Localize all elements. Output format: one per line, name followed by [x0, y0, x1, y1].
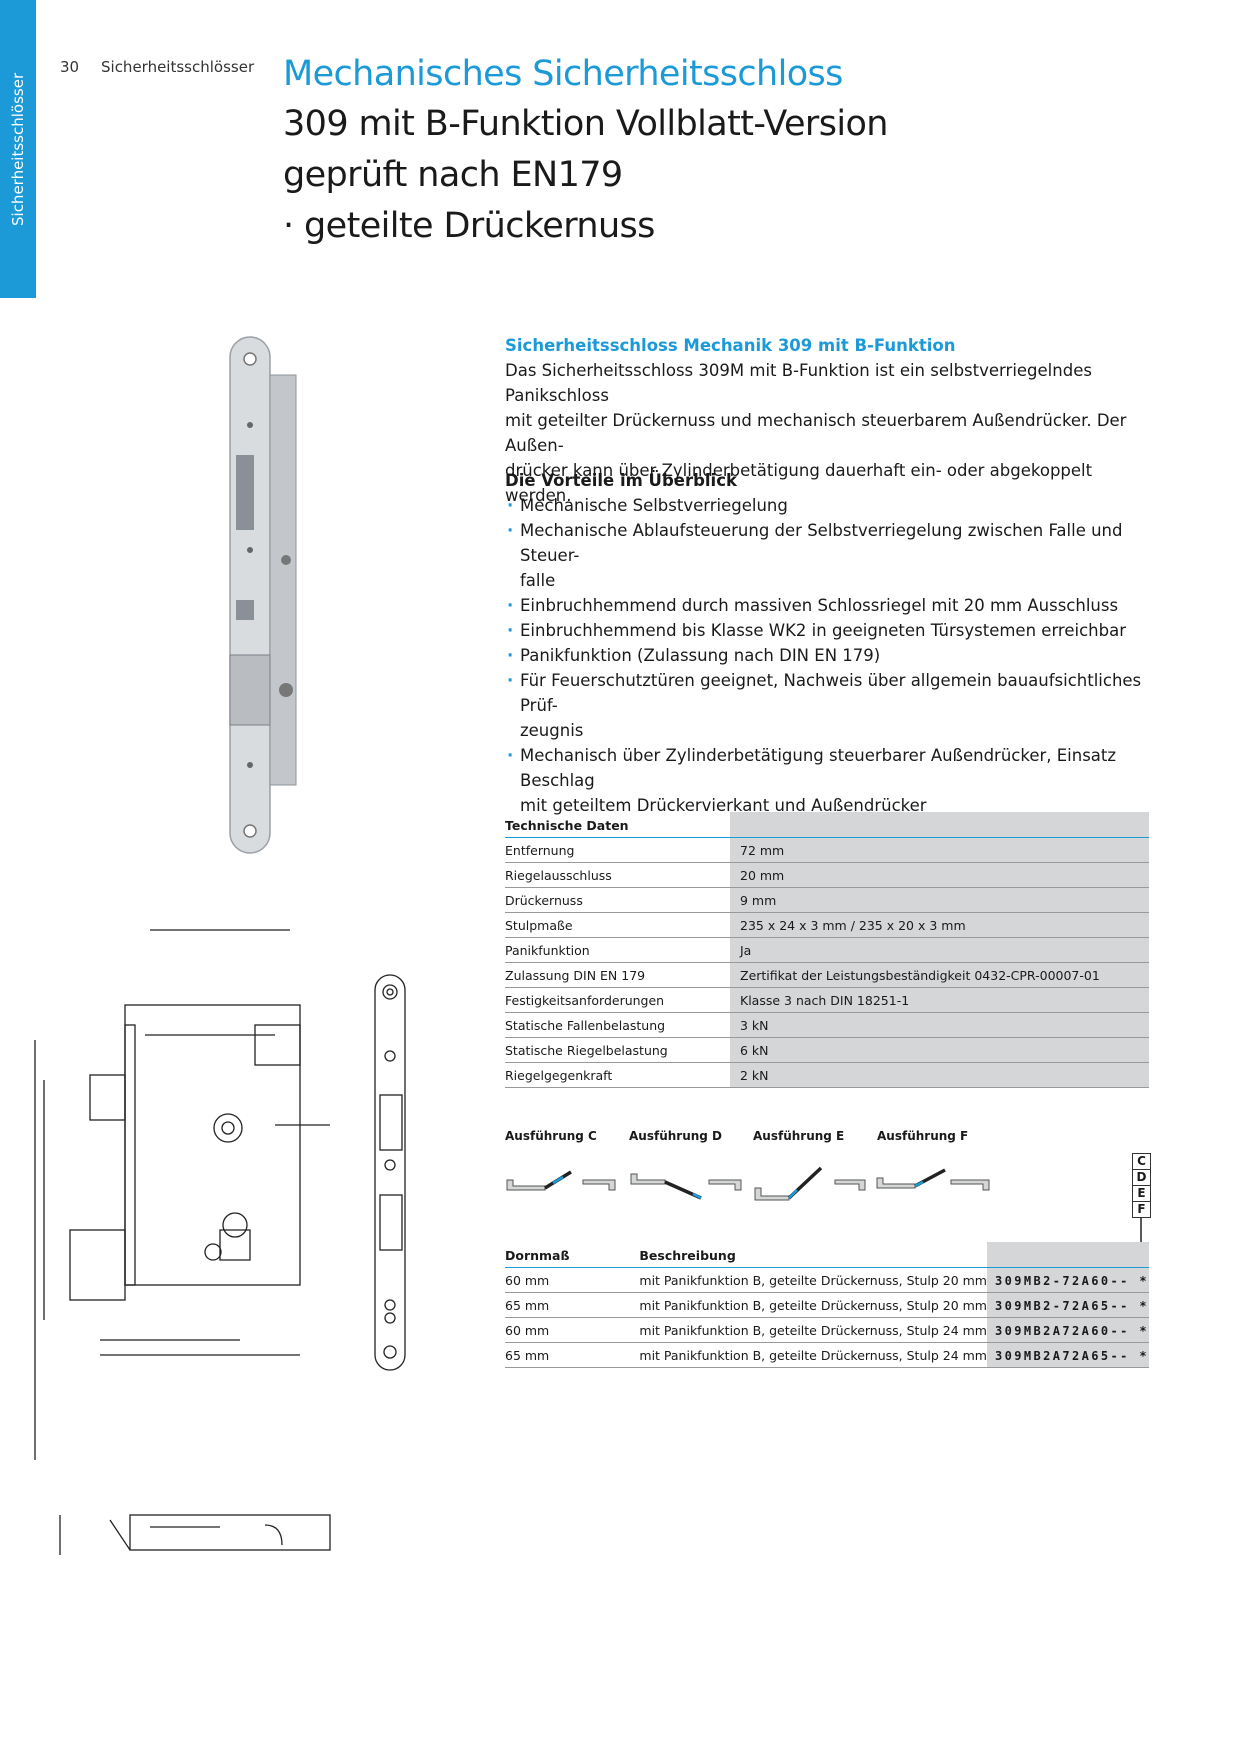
tech-value: Zertifikat der Leistungsbeständigkeit 04…	[730, 962, 1149, 988]
benefits-section: Die Vorteile im Überblick Mechanische Se…	[505, 468, 1145, 818]
lock-photo	[229, 336, 297, 854]
benefit-text: Panikfunktion (Zulassung nach DIN EN 179…	[520, 646, 881, 665]
benefit-text: Mechanische Selbstverriegelung	[520, 496, 788, 515]
technical-drawing-top-view	[59, 1514, 331, 1555]
tech-key: Statische Riegelbelastung	[505, 1037, 730, 1063]
benefit-text: Einbruchhemmend bis Klasse WK2 in geeign…	[520, 621, 1126, 640]
order-description: mit Panikfunktion B, geteilte Drückernus…	[639, 1342, 987, 1368]
variant-label-d: Ausführung D	[629, 1129, 723, 1143]
table-row: 65 mm mit Panikfunktion B, geteilte Drüc…	[505, 1342, 1149, 1368]
variant-letter: C	[1133, 1154, 1150, 1170]
tech-value: 3 kN	[730, 1012, 1149, 1038]
section-name: Sicherheitsschlösser	[101, 58, 255, 76]
order-dornmass: 65 mm	[505, 1342, 640, 1368]
tech-key: Riegelausschluss	[505, 862, 730, 888]
variant-label-f: Ausführung F	[877, 1129, 969, 1143]
order-code: 309MB2-72A60-- *	[987, 1267, 1149, 1293]
tech-heading: Technische Daten	[505, 812, 730, 838]
table-row: 60 mm mit Panikfunktion B, geteilte Drüc…	[505, 1267, 1149, 1293]
tech-key: Drückernuss	[505, 887, 730, 913]
benefit-text: Für Feuerschutztüren geeignet, Nachweis …	[520, 671, 1142, 740]
benefits-list: Mechanische Selbstverriegelung Mechanisc…	[505, 493, 1145, 818]
side-tab-label: Sicherheitsschlösser	[9, 72, 27, 226]
order-dornmass: 60 mm	[505, 1317, 640, 1343]
order-code: 309MB2A72A65-- *	[987, 1342, 1149, 1368]
order-description: mit Panikfunktion B, geteilte Drückernus…	[639, 1267, 987, 1293]
benefit-item: Mechanische Ablaufsteuerung der Selbstve…	[505, 518, 1145, 593]
tech-value: 9 mm	[730, 887, 1149, 913]
title-line-4: · geteilte Drückernuss	[283, 206, 655, 246]
intro-line: Das Sicherheitsschloss 309M mit B-Funkti…	[505, 361, 1092, 405]
benefit-item: Einbruchhemmend durch massiven Schlossri…	[505, 593, 1145, 618]
variant-label-c: Ausführung C	[505, 1129, 597, 1143]
order-header-code	[987, 1242, 1149, 1268]
tech-key: Entfernung	[505, 837, 730, 863]
variant-label-e: Ausführung E	[753, 1129, 845, 1143]
variant-letter: F	[1137, 1202, 1146, 1216]
tech-value: 6 kN	[730, 1037, 1149, 1063]
title-line-3: geprüft nach EN179	[283, 155, 623, 195]
tech-key: Statische Fallenbelastung	[505, 1012, 730, 1038]
variant-icons	[506, 1166, 990, 1201]
benefit-text: Einbruchhemmend durch massiven Schlossri…	[520, 596, 1119, 615]
benefit-item: Mechanisch über Zylinderbetätigung steue…	[505, 743, 1145, 818]
tech-heading-fill	[730, 812, 1149, 838]
variant-letter: D	[1133, 1170, 1150, 1186]
variant-letter-box: C D E F	[1132, 1153, 1151, 1218]
intro-heading: Sicherheitsschloss Mechanik 309 mit B-Fu…	[505, 336, 956, 355]
tech-value: Ja	[730, 937, 1149, 963]
tech-value: 235 x 24 x 3 mm / 235 x 20 x 3 mm	[730, 912, 1149, 938]
benefit-item: Für Feuerschutztüren geeignet, Nachweis …	[505, 668, 1145, 743]
technical-drawing	[34, 929, 406, 1460]
benefit-item: Mechanische Selbstverriegelung	[505, 493, 1145, 518]
tech-value: 20 mm	[730, 862, 1149, 888]
tech-value: 72 mm	[730, 837, 1149, 863]
tech-key: Festigkeitsanforderungen	[505, 987, 730, 1013]
variant-letter: E	[1133, 1186, 1150, 1202]
table-row: 60 mm mit Panikfunktion B, geteilte Drüc…	[505, 1317, 1149, 1343]
side-tab: Sicherheitsschlösser	[0, 0, 36, 298]
order-description: mit Panikfunktion B, geteilte Drückernus…	[639, 1317, 987, 1343]
title-line-2: 309 mit B-Funktion Vollblatt-Version	[283, 104, 888, 144]
tech-key: Stulpmaße	[505, 912, 730, 938]
tech-key: Zulassung DIN EN 179	[505, 962, 730, 988]
page-title: Mechanisches Sicherheitsschloss 309 mit …	[283, 50, 1183, 252]
tech-value: Klasse 3 nach DIN 18251-1	[730, 987, 1149, 1013]
table-row: 65 mm mit Panikfunktion B, geteilte Drüc…	[505, 1292, 1149, 1318]
benefits-heading: Die Vorteile im Überblick	[505, 471, 737, 490]
tech-key: Riegelgegenkraft	[505, 1062, 730, 1088]
benefit-text: Mechanische Ablaufsteuerung der Selbstve…	[520, 521, 1123, 590]
title-line-1: Mechanisches Sicherheitsschloss	[283, 54, 843, 94]
order-table: Dornmaß Beschreibung 60 mm mit Panikfunk…	[505, 1242, 1149, 1368]
intro-line: mit geteilter Drückernuss und mechanisch…	[505, 411, 1127, 455]
variant-labels: Ausführung C Ausführung D Ausführung E A…	[505, 1129, 1005, 1149]
order-header-description: Beschreibung	[639, 1242, 987, 1268]
tech-key: Panikfunktion	[505, 937, 730, 963]
tech-value: 2 kN	[730, 1062, 1149, 1088]
order-dornmass: 65 mm	[505, 1292, 640, 1318]
order-code: 309MB2-72A65-- *	[987, 1292, 1149, 1318]
benefit-text: Mechanisch über Zylinderbetätigung steue…	[520, 746, 1117, 815]
order-header-dornmass: Dornmaß	[505, 1242, 640, 1268]
benefit-item: Panikfunktion (Zulassung nach DIN EN 179…	[505, 643, 1145, 668]
order-dornmass: 60 mm	[505, 1267, 640, 1293]
page-number: 30	[60, 58, 80, 76]
benefit-item: Einbruchhemmend bis Klasse WK2 in geeign…	[505, 618, 1145, 643]
order-description: mit Panikfunktion B, geteilte Drückernus…	[639, 1292, 987, 1318]
order-code: 309MB2A72A60-- *	[987, 1317, 1149, 1343]
intro-section: Sicherheitsschloss Mechanik 309 mit B-Fu…	[505, 333, 1145, 508]
